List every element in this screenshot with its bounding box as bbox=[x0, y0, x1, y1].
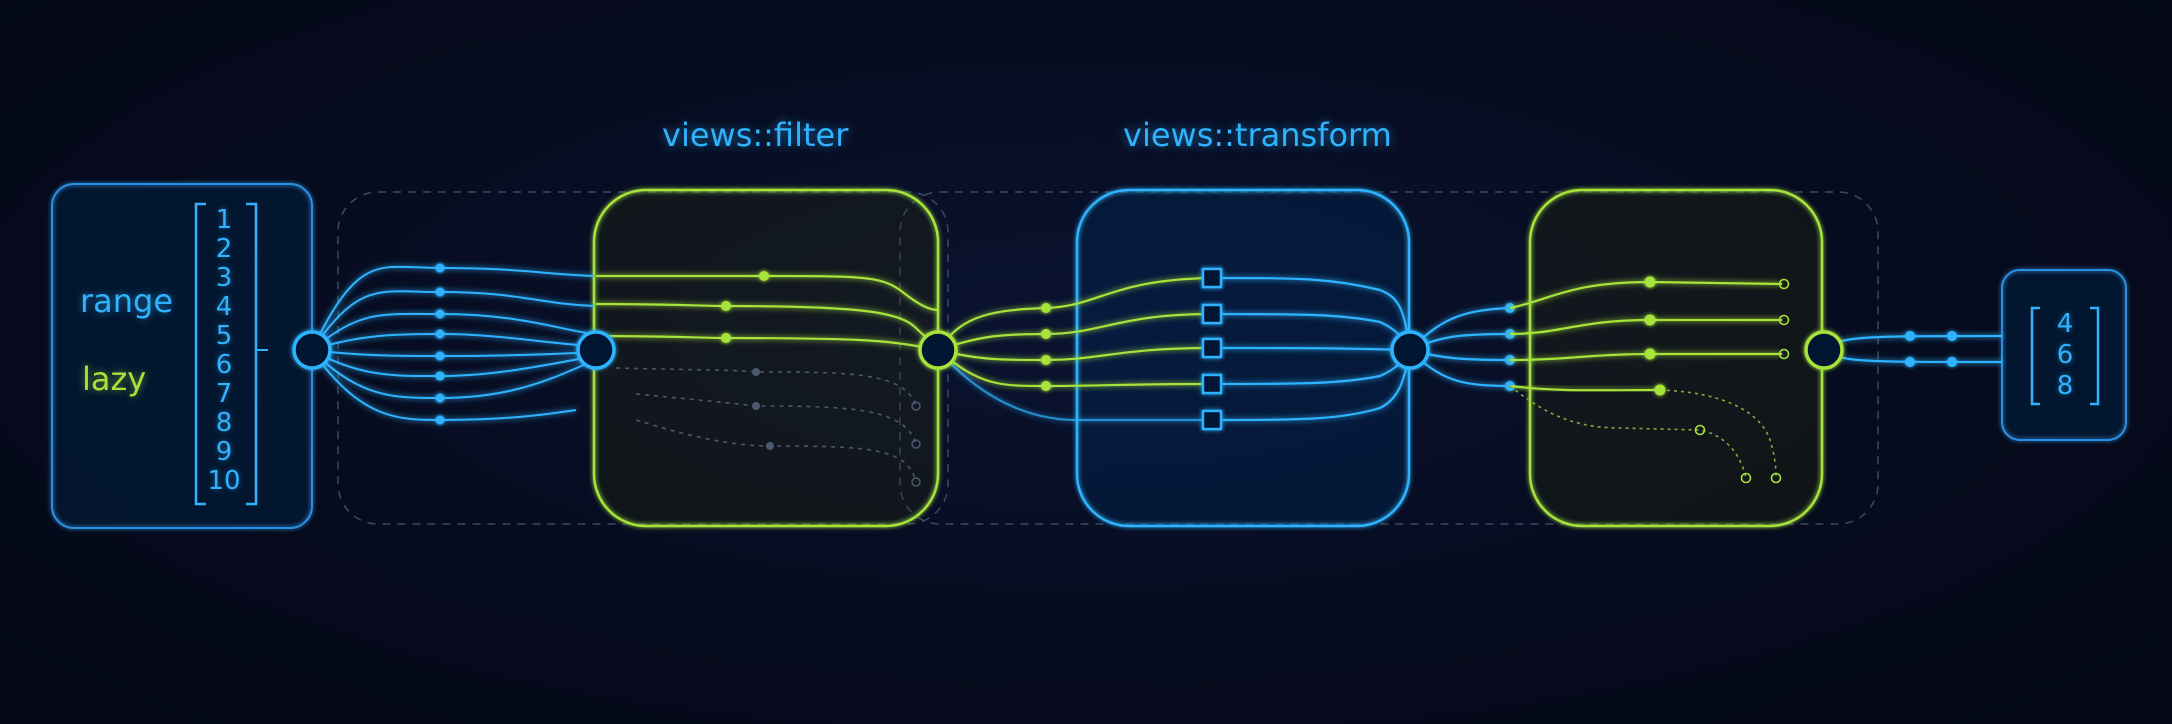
filter2-pass-streams bbox=[1509, 280, 1783, 362]
source-value: 7 bbox=[215, 379, 233, 409]
source-range-box bbox=[51, 183, 313, 529]
source-value: 6 bbox=[215, 350, 233, 380]
output-stream-dots bbox=[1905, 331, 1957, 367]
transform-stage-box bbox=[1075, 188, 1411, 528]
filter2-pass-dots bbox=[1644, 276, 1666, 396]
output-value: 4 bbox=[2056, 309, 2074, 339]
source-values-list: 1 2 3 4 5 6 7 8 9 10 bbox=[204, 206, 244, 496]
filter-stage-title: views::filter bbox=[662, 116, 849, 154]
source-value: 2 bbox=[215, 234, 233, 264]
source-value: 9 bbox=[215, 437, 233, 467]
source-value: 10 bbox=[207, 466, 241, 496]
output-value: 6 bbox=[2056, 340, 2074, 370]
filter-pass-streams bbox=[595, 274, 939, 352]
source-value: 5 bbox=[215, 321, 233, 351]
output-bracket-left bbox=[2030, 306, 2040, 406]
filter-pass-dots bbox=[721, 271, 769, 343]
source-value: 8 bbox=[215, 408, 233, 438]
transform-output-node bbox=[1390, 330, 1430, 370]
source-streams bbox=[311, 265, 597, 422]
output-value: 8 bbox=[2056, 371, 2074, 401]
source-bracket-left bbox=[194, 202, 206, 506]
filter-reject-dots bbox=[752, 368, 774, 450]
source-value: 3 bbox=[215, 263, 233, 293]
source-bracket-right bbox=[246, 202, 258, 506]
source-node bbox=[292, 330, 332, 370]
source-stream-dots bbox=[435, 263, 445, 425]
junction-nodes bbox=[292, 330, 1844, 370]
source-value: 1 bbox=[215, 205, 233, 235]
lazy-label: lazy bbox=[82, 360, 147, 398]
filter-output-node bbox=[918, 330, 958, 370]
output-bracket-right bbox=[2090, 306, 2100, 406]
filter2-reject-streams bbox=[1509, 385, 1777, 479]
filter2-reject-lead bbox=[1509, 384, 1661, 392]
filter-input-node bbox=[576, 330, 616, 370]
transform-stage-title: views::transform bbox=[1123, 116, 1392, 154]
filter-stage-box bbox=[592, 188, 940, 528]
transform-square-markers bbox=[1201, 267, 1223, 431]
filter-to-transform-dots bbox=[1041, 303, 1051, 391]
filter-reject-ends bbox=[911, 401, 921, 487]
filter2-output-node bbox=[1804, 330, 1844, 370]
filter2-ends bbox=[1694, 278, 1790, 484]
source-value: 4 bbox=[215, 292, 233, 322]
transform-to-filter-dots bbox=[1505, 303, 1515, 391]
output-values-list: 4 6 8 bbox=[2046, 309, 2084, 402]
range-label: range bbox=[80, 282, 174, 320]
